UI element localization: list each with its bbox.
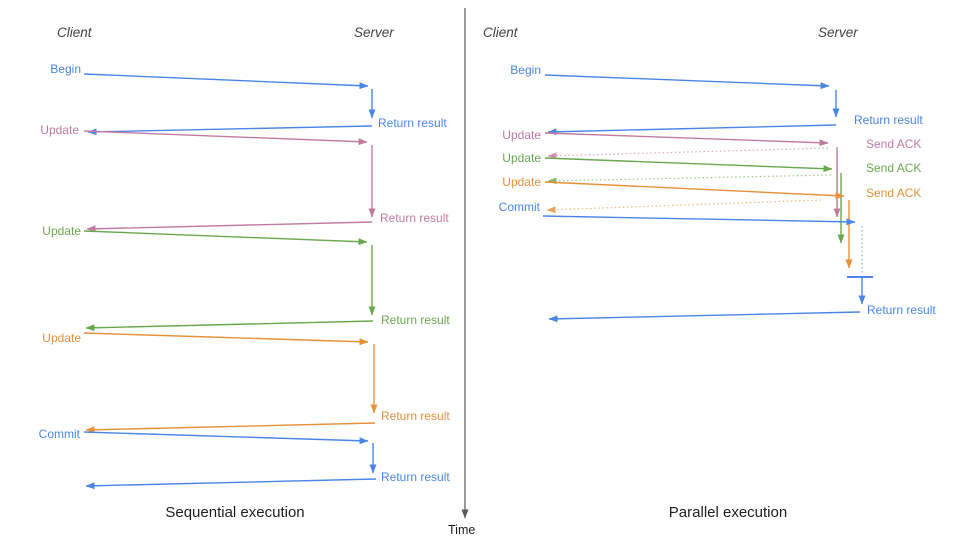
right-commit-label: Commit [498,200,540,214]
right-caption: Parallel execution [668,504,788,521]
left-update1-label: Update [40,123,79,137]
left-commit-message [83,431,377,490]
left-commit-label: Commit [38,427,80,441]
left-return-result-label-4: Return result [381,409,450,423]
left-update3-message [83,332,378,434]
right-commit-message [542,215,873,323]
right-update1-message [544,132,841,218]
right-begin-message [544,74,840,136]
left-caption: Sequential execution [165,504,305,521]
right-update3-label: Update [502,175,541,189]
left-update2-label: Update [42,224,81,238]
left-return-result-label-5: Return result [381,470,450,484]
left-return-result-label-2: Return result [380,211,449,225]
right-update2-label: Update [502,151,541,165]
right-begin-label: Begin [510,63,541,77]
right-send-ack-label-2: Send ACK [866,161,922,175]
left-update2-message [83,230,376,332]
right-update1-label: Update [502,128,541,142]
right-update2-message [544,157,845,244]
right-return-result-label-1: Return result [854,113,923,127]
left-return-result-label-1: Return result [378,116,447,130]
left-server-header: Server [354,25,394,40]
time-axis-label: Time [448,523,476,537]
left-begin-message [83,73,376,136]
left-begin-label: Begin [50,62,81,76]
right-update3-message [544,181,853,269]
right-send-ack-label-1: Send ACK [866,137,922,151]
left-return-result-label-3: Return result [381,313,450,327]
right-server-header: Server [818,25,858,40]
left-update1-message [83,130,376,233]
left-client-header: Client [57,25,92,40]
left-update3-label: Update [42,331,81,345]
right-send-ack-label-3: Send ACK [866,186,922,200]
right-final-return-result-label: Return result [867,303,936,317]
right-client-header: Client [483,25,518,40]
